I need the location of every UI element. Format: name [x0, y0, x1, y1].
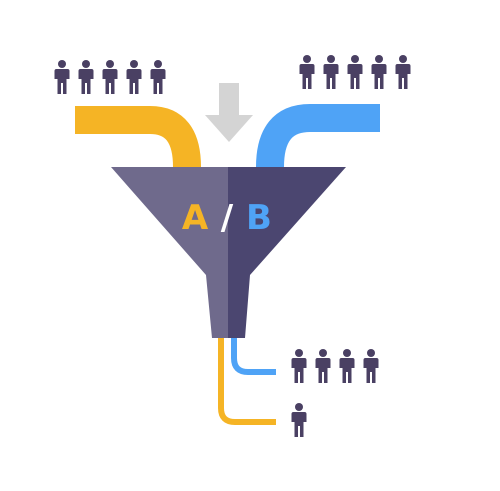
person-icon [339, 349, 355, 383]
output-stream-b [231, 336, 276, 375]
person-icon [291, 403, 307, 437]
person-icon [102, 60, 118, 94]
input-a-people-group [54, 60, 166, 94]
funnel-left-half [111, 167, 228, 338]
person-icon [54, 60, 70, 94]
funnel [111, 167, 346, 338]
person-icon [371, 55, 387, 89]
person-icon [315, 349, 331, 383]
person-icon [323, 55, 339, 89]
person-icon [150, 60, 166, 94]
variant-b-label: B [246, 198, 272, 238]
person-icon [363, 349, 379, 383]
person-icon [395, 55, 411, 89]
person-icon [299, 55, 315, 89]
input-b-people-group [299, 55, 411, 89]
output-a-people-group [291, 403, 307, 437]
person-icon [347, 55, 363, 89]
variant-a-label: A [182, 198, 209, 238]
output-b-people-group [291, 349, 379, 383]
person-icon [78, 60, 94, 94]
person-icon [291, 349, 307, 383]
input-stream-a [75, 106, 201, 168]
funnel-right-half [228, 167, 346, 338]
output-stream-a [218, 336, 276, 425]
divider-slash: / [221, 198, 234, 238]
down-arrow-icon [205, 83, 253, 142]
person-icon [126, 60, 142, 94]
input-stream-b [256, 104, 380, 168]
